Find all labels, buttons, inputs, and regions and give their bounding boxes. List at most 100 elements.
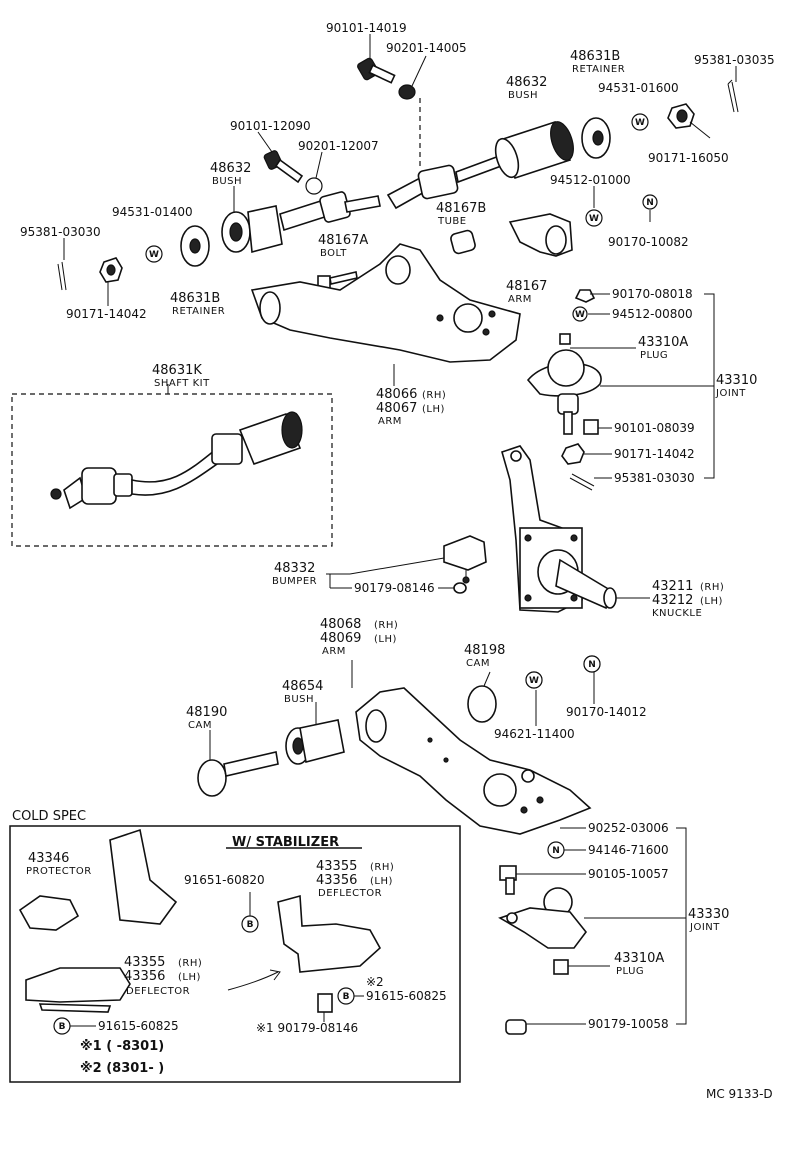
svg-text:W: W <box>149 250 159 260</box>
svg-text:B: B <box>343 992 350 1002</box>
label-90101-08039: 90101-08039 <box>614 421 695 435</box>
washer-90201-12007-drawing <box>305 177 323 195</box>
label-bolt: BOLT <box>320 248 347 259</box>
label-lh-43212: (LH) <box>700 596 723 607</box>
label-90170-10082: 90170-10082 <box>608 235 689 249</box>
label-rh-48066: (RH) <box>422 390 446 401</box>
label-43356-a: 43356 <box>316 873 357 888</box>
protector-43346-drawing <box>18 828 178 931</box>
label-bush-left: BUSH <box>212 176 242 187</box>
cotter-pin-95381-03030-right-drawing <box>569 473 595 491</box>
label-arm-48167: ARM <box>508 294 532 305</box>
label-48066: 48066 <box>376 387 417 402</box>
tube-48167b-drawing <box>450 229 476 255</box>
label-90179-10058: 90179-10058 <box>588 1017 669 1031</box>
label-90201-12007: 90201-12007 <box>298 139 379 153</box>
retainer-48631b-left-drawing <box>180 225 210 267</box>
shaft-kit-box <box>11 393 333 547</box>
label-48067: 48067 <box>376 401 417 416</box>
label-ref-code: MC 9133-D <box>706 1087 773 1101</box>
label-43310a-top: 43310A <box>638 335 688 350</box>
label-joint-43330: JOINT <box>689 922 720 933</box>
label-note2: ※2 (8301- ) <box>80 1061 164 1076</box>
label-91651-60820: 91651-60820 <box>184 873 265 887</box>
label-91615-60825-right: 91615-60825 <box>366 989 447 1003</box>
label-bumper: BUMPER <box>272 576 317 587</box>
label-rh-48068: (RH) <box>374 620 398 631</box>
label-plug-bottom: PLUG <box>616 966 644 977</box>
label-48631b-top: 48631B <box>570 49 620 64</box>
shaft-kit-drawing <box>50 411 303 510</box>
label-note1: ※1 ( -8301) <box>80 1039 164 1054</box>
bolt-symbol-b-3: B <box>53 1017 71 1035</box>
label-note2-mark: ※2 <box>366 975 384 989</box>
label-rh-43355-b: (RH) <box>178 958 202 969</box>
label-43211: 43211 <box>652 579 693 594</box>
label-w-stabilizer: W/ STABILIZER <box>232 835 339 850</box>
label-90171-14042-top: 90171-14042 <box>66 307 147 321</box>
cam-48198-drawing <box>467 685 497 723</box>
label-cold-spec: COLD SPEC <box>12 809 86 824</box>
label-43310a-bottom: 43310A <box>614 951 664 966</box>
label-shaft-kit: SHAFT KIT <box>154 378 210 389</box>
label-48654: 48654 <box>282 679 323 694</box>
nut-90171-14042-right-drawing <box>561 443 585 465</box>
arrow-drawing <box>227 969 281 991</box>
washer-symbol-w-2: W <box>585 209 603 227</box>
label-90101-12090: 90101-12090 <box>230 119 311 133</box>
label-90105-10057: 90105-10057 <box>588 867 669 881</box>
label-90171-14042-right: 90171-14042 <box>614 447 695 461</box>
label-48632-top: 48632 <box>506 75 547 90</box>
svg-text:N: N <box>646 198 654 208</box>
label-lh-43356-a: (LH) <box>370 876 393 887</box>
label-48198: 48198 <box>464 643 505 658</box>
label-lh-48069: (LH) <box>374 634 397 645</box>
nut-90171-16050-drawing <box>667 103 695 129</box>
label-90170-14012: 90170-14012 <box>566 705 647 719</box>
label-43310: 43310 <box>716 373 757 388</box>
label-90170-08018: 90170-08018 <box>612 287 693 301</box>
nut-90171-14042-left-drawing <box>99 257 123 283</box>
label-48631b-left: 48631B <box>170 291 220 306</box>
label-knuckle: KNUCKLE <box>652 608 702 619</box>
svg-text:N: N <box>588 660 596 670</box>
label-48190: 48190 <box>186 705 227 720</box>
bolt-90101-12090-drawing <box>263 150 304 184</box>
label-43356-b: 43356 <box>124 969 165 984</box>
label-94512-00800: 94512-00800 <box>612 307 693 321</box>
label-90201-14005: 90201-14005 <box>386 41 467 55</box>
label-retainer-left: RETAINER <box>172 306 225 317</box>
label-cam-48198: CAM <box>466 658 490 669</box>
svg-text:W: W <box>575 310 585 320</box>
washer-symbol-w-4: W <box>572 306 588 322</box>
label-48167: 48167 <box>506 279 547 294</box>
svg-text:W: W <box>529 676 539 686</box>
bolt-90101-08039-drawing <box>583 419 599 435</box>
label-rh-43211: (RH) <box>700 582 724 593</box>
nut-symbol-n-2: N <box>583 655 601 673</box>
label-43330: 43330 <box>688 907 729 922</box>
label-90179-08146-b: ※1 90179-08146 <box>256 1021 358 1035</box>
bush-48632-top-drawing <box>494 121 574 179</box>
label-90101-14019: 90101-14019 <box>326 21 407 35</box>
washer-symbol-w-3: W <box>145 245 163 263</box>
svg-text:N: N <box>552 846 560 856</box>
label-95381-03030-top: 95381-03030 <box>20 225 101 239</box>
label-48632-left: 48632 <box>210 161 251 176</box>
washer-symbol-w-5: W <box>525 671 543 689</box>
label-43355-b: 43355 <box>124 955 165 970</box>
svg-text:B: B <box>247 920 254 930</box>
nut-symbol-n-3: N <box>547 841 565 859</box>
label-lh-48067: (LH) <box>422 404 445 415</box>
label-arm-upper: ARM <box>378 416 402 427</box>
svg-text:W: W <box>589 214 599 224</box>
label-43355-a: 43355 <box>316 859 357 874</box>
label-95381-03030-right: 95381-03030 <box>614 471 695 485</box>
washer-90201-14005-drawing <box>398 84 416 100</box>
label-90171-16050: 90171-16050 <box>648 151 729 165</box>
deflector-cold-spec-drawing <box>25 967 131 1013</box>
label-arm-lower: ARM <box>322 646 346 657</box>
label-48631k: 48631K <box>152 363 202 378</box>
label-deflector-b: DEFLECTOR <box>126 986 190 997</box>
label-48068: 48068 <box>320 617 361 632</box>
